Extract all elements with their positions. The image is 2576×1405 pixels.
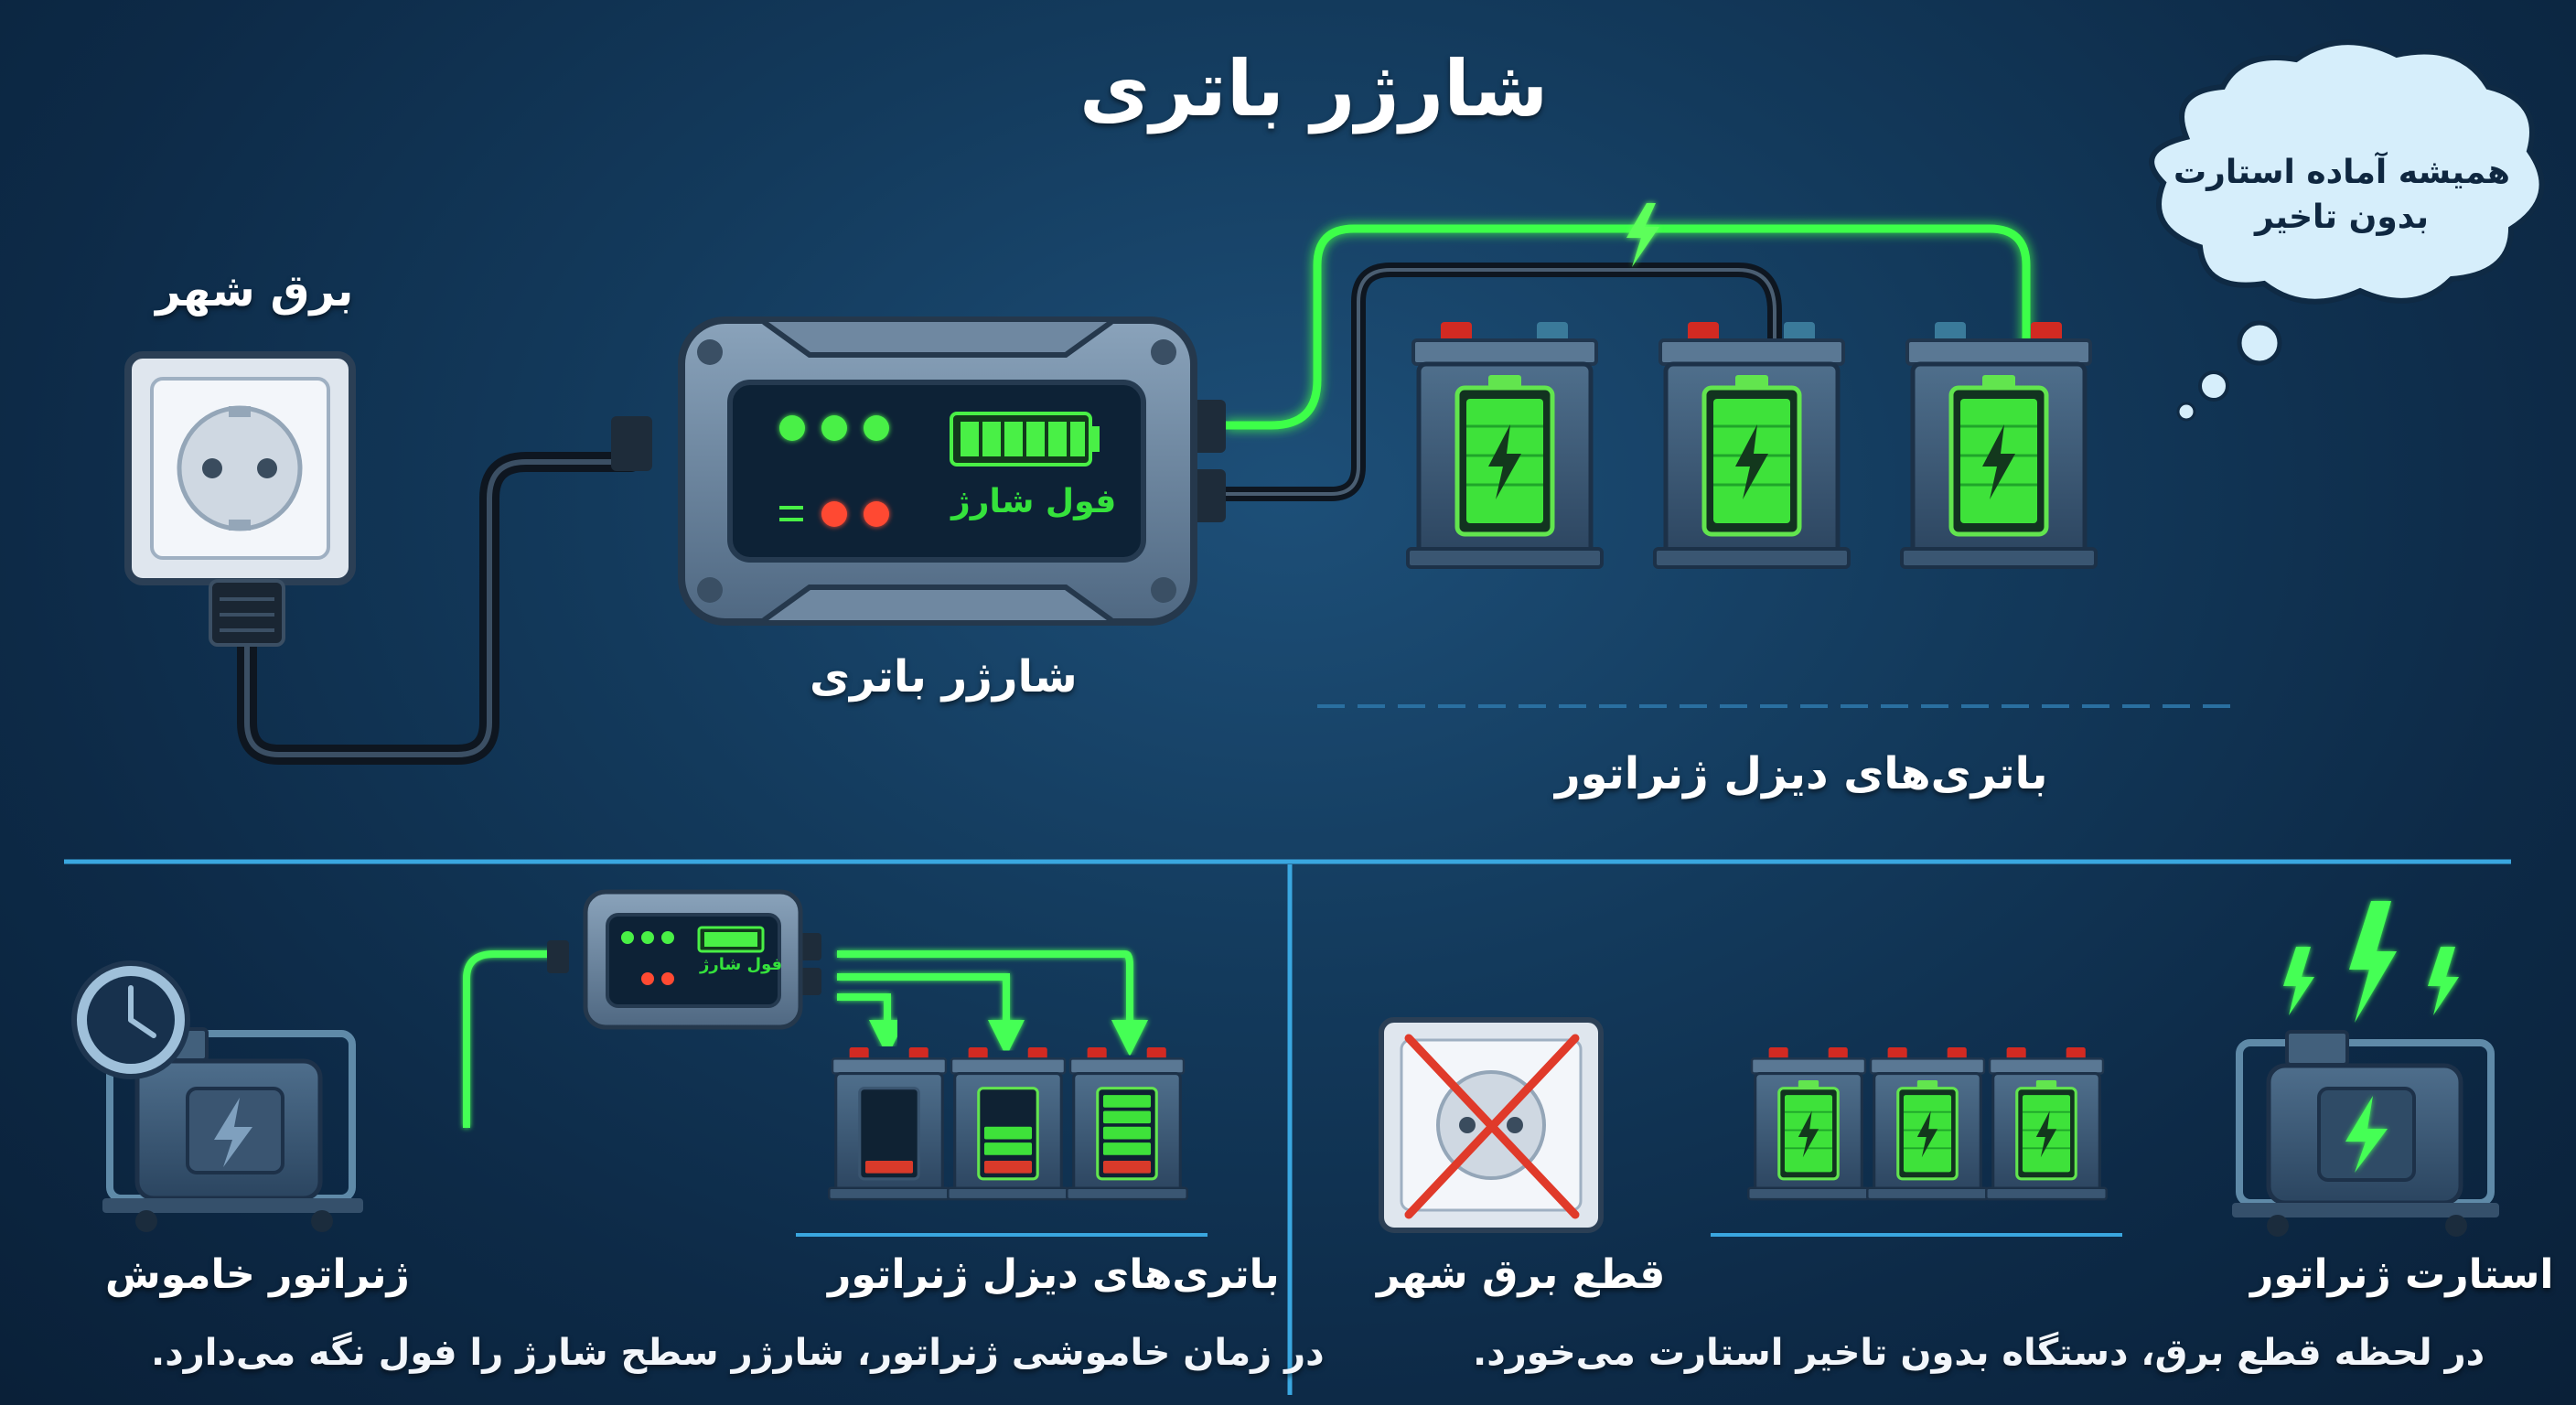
- bubble-text: همیشه آماده استارت بدون تاخیر: [2150, 151, 2534, 240]
- generator-off-label: ژنراتور خاموش: [105, 1251, 410, 1298]
- bottom-left-batteries-label: باتری‌های دیزل ژنراتور: [828, 1251, 1280, 1298]
- generator-icon: [102, 1027, 363, 1232]
- small-charger-icon: [547, 889, 821, 1030]
- thought-bubble-icon: [2149, 39, 2545, 422]
- battery-icon: [1065, 1047, 1189, 1201]
- bubble-line-2: بدون تاخیر: [2254, 198, 2430, 236]
- battery-icon: [1408, 322, 1602, 567]
- bottom-right-caption: در لحظه قطع برق، دستگاه بدون تاخیر استار…: [1473, 1332, 2485, 1374]
- outage-label: قطع برق شهر: [1377, 1251, 1666, 1298]
- battery-icon: [1984, 1047, 2109, 1201]
- bottom-left-batteries: [796, 1047, 1208, 1237]
- generator-icon: [2232, 1030, 2499, 1237]
- charge-cable-green: [1226, 224, 2031, 430]
- battery-icon: [946, 1047, 1070, 1201]
- top-batteries-label: باتری‌های دیزل ژنراتور: [1555, 748, 2048, 799]
- crossed-socket-icon: [1379, 1017, 1604, 1233]
- page-title: شارژر باتری: [1079, 44, 1549, 134]
- lightning-icon: [1626, 203, 1659, 267]
- wall-socket-icon: [124, 351, 356, 585]
- charger-icon: [611, 316, 1226, 626]
- bottom-left-caption: در زمان خاموشی ژنراتور، شارژر سطح شارژ ر…: [151, 1332, 1325, 1374]
- battery-icon: [1655, 322, 1849, 567]
- battery-icon: [1865, 1047, 1990, 1201]
- clock-icon: [71, 960, 190, 1079]
- top-batteries: [1317, 322, 2241, 708]
- small-charger-screen-text: فول شارژ: [700, 955, 783, 974]
- generator-start-label: استارت ژنراتور: [2250, 1251, 2554, 1298]
- battery-icon: [827, 1047, 951, 1201]
- charger-screen-text: فول شارژ: [951, 483, 1117, 520]
- bottom-right-batteries: [1711, 1047, 2122, 1237]
- battery-icon: [1746, 1047, 1871, 1201]
- charger-label: شارژر باتری: [810, 651, 1078, 702]
- battery-icon: [1902, 322, 2096, 567]
- bubble-line-1: همیشه آماده استارت: [2173, 154, 2511, 191]
- mains-label: برق شهر: [156, 265, 354, 316]
- lightning-icon: [2283, 901, 2459, 1023]
- plug-icon: [209, 579, 285, 647]
